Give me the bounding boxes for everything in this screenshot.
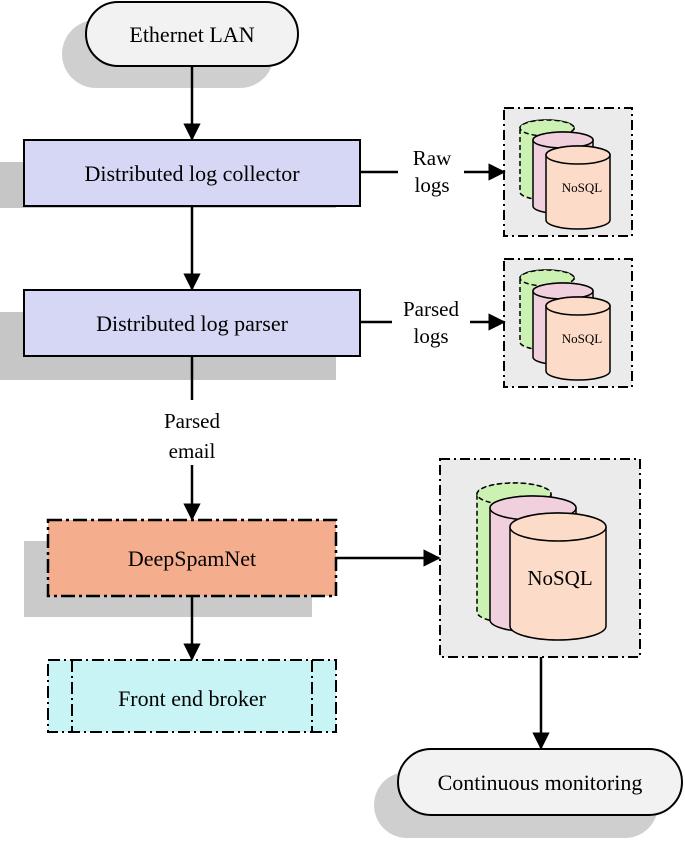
front-end-broker-label: Front end broker: [118, 686, 267, 711]
raw-logs-line1: Raw: [413, 146, 452, 170]
edge-label-parsed-logs: Parsed logs: [403, 297, 459, 348]
parsed-logs-line2: logs: [413, 324, 448, 348]
deepspamnet-label: DeepSpamNet: [128, 546, 256, 571]
ethernet-lan-node: Ethernet LAN: [62, 1, 299, 88]
raw-logs-line2: logs: [414, 173, 449, 197]
nosql-database-2: NoSQL: [503, 258, 633, 388]
ethernet-lan-label: Ethernet LAN: [129, 22, 254, 47]
edge-label-parsed-email: Parsed email: [164, 409, 220, 463]
parsed-email-line1: Parsed: [164, 409, 220, 433]
parsed-logs-line1: Parsed: [403, 297, 459, 321]
nosql-label-1: NoSQL: [562, 180, 603, 195]
parsed-email-line2: email: [169, 439, 216, 463]
continuous-monitoring-node: Continuous monitoring: [374, 748, 683, 838]
front-end-broker-node: Front end broker: [47, 659, 337, 733]
nosql-label-3: NoSQL: [527, 566, 592, 590]
log-collector-label: Distributed log collector: [84, 161, 300, 186]
edge-label-raw-logs: Raw logs: [413, 146, 452, 197]
log-parser-node: Distributed log parser: [0, 289, 361, 380]
deepspamnet-node: DeepSpamNet: [24, 518, 338, 617]
log-collector-node: Distributed log collector: [0, 139, 361, 208]
nosql-database-1: NoSQL: [503, 107, 633, 237]
nosql-database-3: NoSQL: [439, 458, 641, 658]
continuous-monitoring-label: Continuous monitoring: [438, 770, 643, 795]
nosql-label-2: NoSQL: [562, 331, 603, 346]
log-parser-label: Distributed log parser: [96, 311, 289, 336]
